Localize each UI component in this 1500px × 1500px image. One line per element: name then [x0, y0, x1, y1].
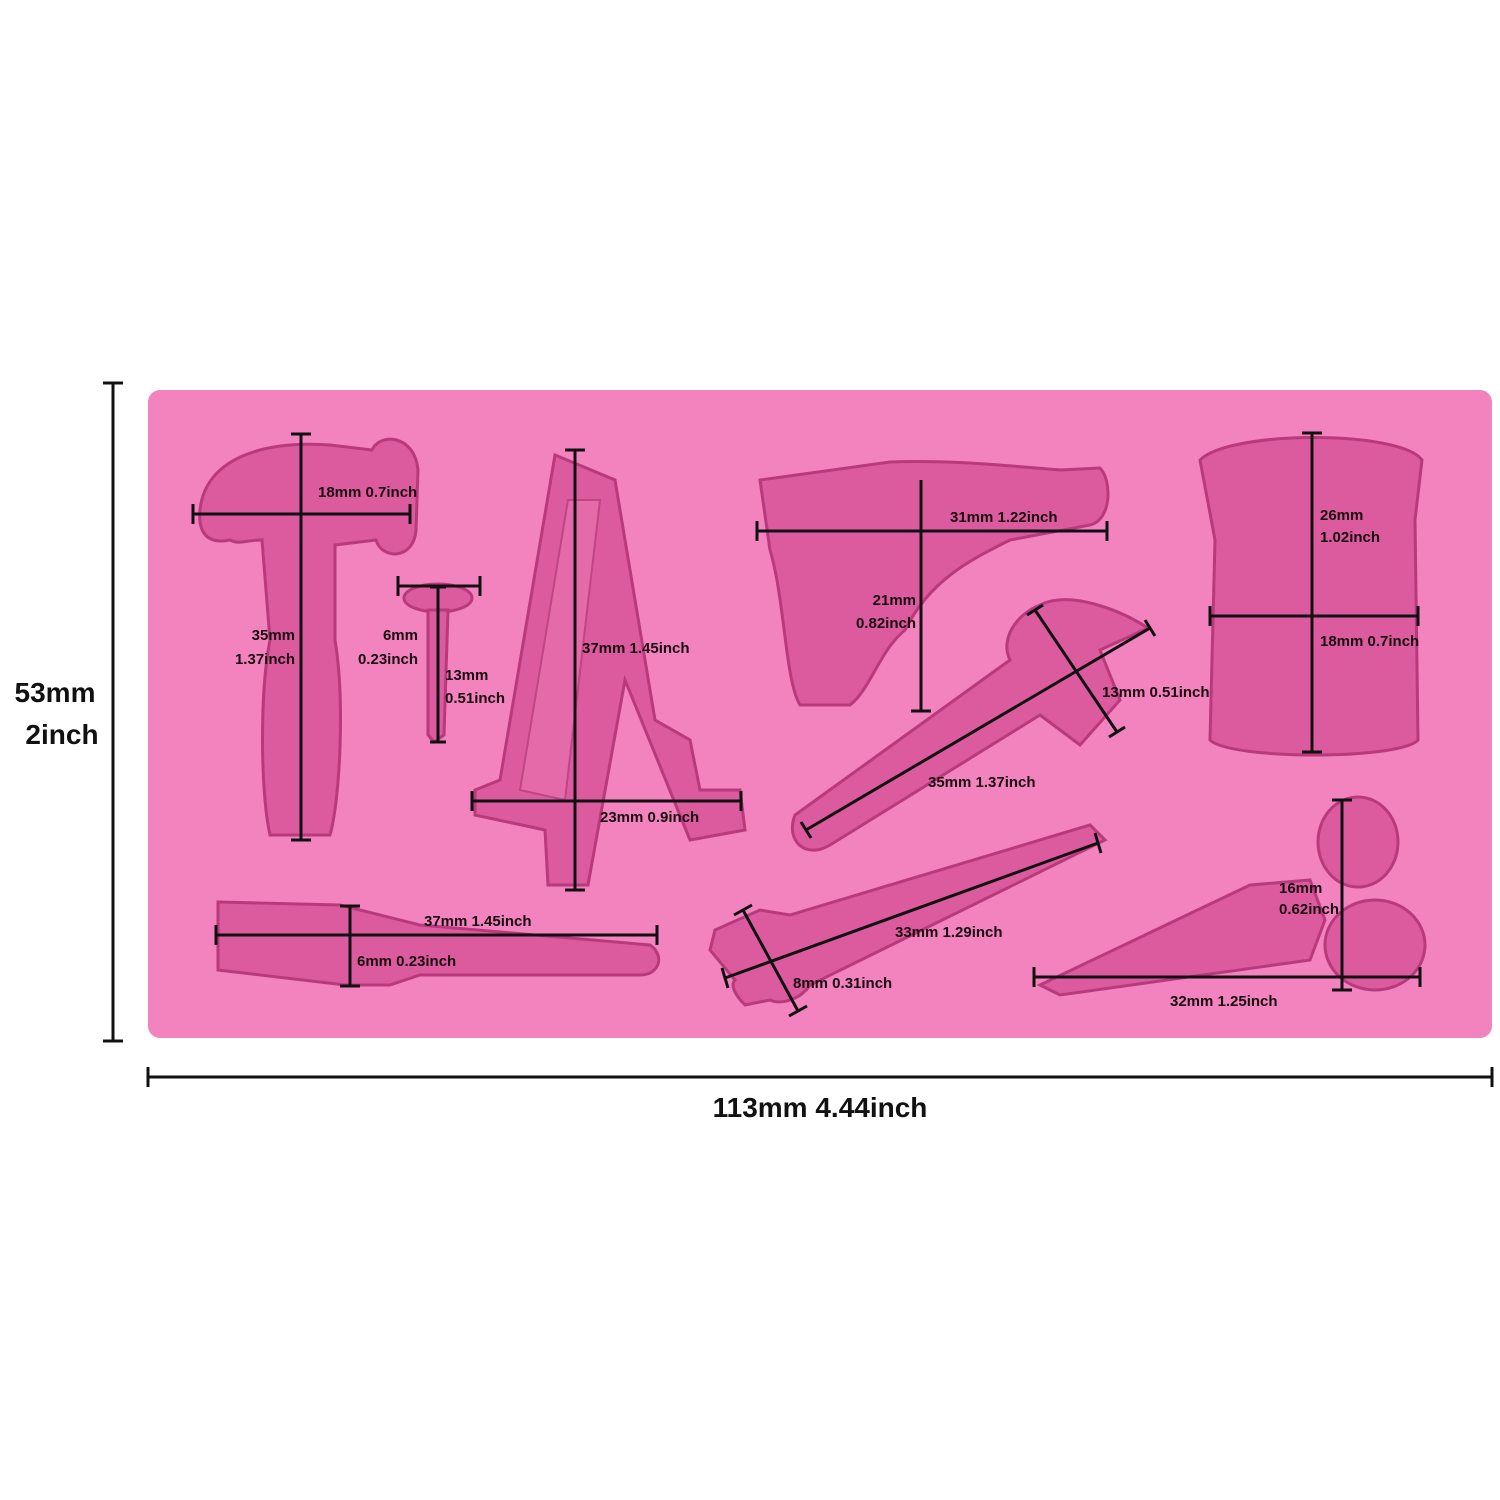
overall-width-dimension: 113mm 4.44inch	[146, 1067, 1494, 1123]
scissors-height-mm: 16mm	[1279, 880, 1322, 897]
paint-can-width-label: 18mm 0.7inch	[1320, 633, 1419, 650]
saw-length-label: 33mm 1.29inch	[895, 924, 1003, 941]
silicone-mold	[148, 390, 1492, 1038]
nail-dimensions: 6mm 0.23inch 13mm 0.51inch	[358, 576, 505, 744]
paint-can-dimensions: 26mm 1.02inch 18mm 0.7inch	[1208, 431, 1420, 754]
drill-width-label: 31mm 1.22inch	[950, 509, 1058, 526]
screwdriver-dimensions: 37mm 1.45inch 6mm 0.23inch	[214, 904, 659, 988]
nail-height-inch: 0.51inch	[445, 690, 505, 707]
scissors-dimensions: 16mm 0.62inch 32mm 1.25inch	[1032, 798, 1422, 1010]
scissors-cavity	[1036, 795, 1427, 997]
nail-width-inch: 0.23inch	[358, 651, 418, 668]
hammer-cavity	[198, 437, 420, 837]
overall-width-label: 113mm 4.44inch	[713, 1092, 928, 1123]
paint-can-height-mm: 26mm	[1320, 507, 1363, 524]
drill-cavity	[758, 460, 1110, 707]
ladder-cavity	[473, 452, 747, 887]
screwdriver-cavity	[216, 900, 661, 987]
paint-can-height-inch: 1.02inch	[1320, 529, 1380, 546]
wrench-dimensions: 35mm 1.37inch 13mm 0.51inch	[799, 603, 1210, 839]
saw-cavity	[708, 823, 1108, 1007]
ladder-height-label: 37mm 1.45inch	[582, 640, 690, 657]
screwdriver-width-label: 6mm 0.23inch	[357, 953, 456, 970]
hammer-height-mm: 35mm	[252, 627, 295, 644]
hammer-height-inch: 1.37inch	[235, 651, 295, 668]
nail-width-mm: 6mm	[383, 627, 418, 644]
overall-height-dimension: 53mm 2inch	[15, 381, 123, 1043]
screwdriver-length-label: 37mm 1.45inch	[424, 913, 532, 930]
overall-height-mm: 53mm	[15, 677, 96, 708]
ladder-width-label: 23mm 0.9inch	[600, 809, 699, 826]
wrench-length-label: 35mm 1.37inch	[928, 774, 1036, 791]
saw-dimensions: 33mm 1.29inch 8mm 0.31inch	[720, 832, 1103, 1018]
scissors-length-label: 32mm 1.25inch	[1170, 993, 1278, 1010]
hammer-dimensions: 18mm 0.7inch 35mm 1.37inch	[191, 432, 417, 842]
saw-width-label: 8mm 0.31inch	[793, 975, 892, 992]
scissors-height-inch: 0.62inch	[1279, 901, 1339, 918]
hammer-width-label: 18mm 0.7inch	[318, 484, 417, 501]
drill-height-inch: 0.82inch	[856, 615, 916, 632]
drill-dimensions: 31mm 1.22inch 21mm 0.82inch	[755, 480, 1109, 713]
wrench-width-label: 13mm 0.51inch	[1102, 684, 1210, 701]
nail-height-mm: 13mm	[445, 667, 488, 684]
ladder-dimensions: 37mm 1.45inch 23mm 0.9inch	[470, 448, 743, 892]
overall-height-inch: 2inch	[25, 719, 98, 750]
drill-height-mm: 21mm	[873, 592, 916, 609]
